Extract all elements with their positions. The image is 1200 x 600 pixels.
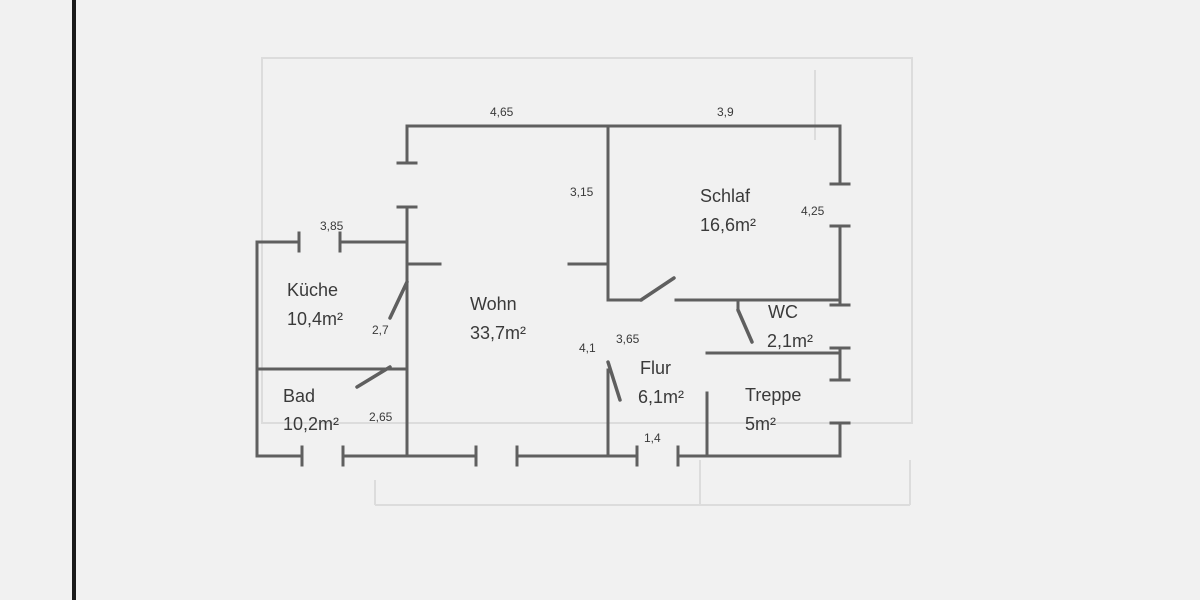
dimension-kueche-top: 3,85	[320, 219, 344, 233]
dimension-wohn-schlaf-wall: 3,15	[570, 185, 594, 199]
door-bad	[355, 365, 392, 389]
door-kueche	[388, 280, 409, 320]
outer-walls	[255, 124, 851, 467]
dimension-flur-left: 3,65	[616, 332, 640, 346]
door-schlaf	[639, 276, 676, 302]
room-name-bad: Bad	[283, 386, 315, 406]
room-labels: Küche 10,4m² Wohn 33,7m² Schlaf 16,6m² B…	[283, 186, 813, 434]
dimension-labels: 4,65 3,9 3,85 3,15 4,25 2,7 2,65 4,1 3,6…	[320, 105, 825, 445]
room-area-wc: 2,1m²	[767, 331, 813, 351]
dimension-schlaf-right: 4,25	[801, 204, 825, 218]
door-wc	[736, 308, 754, 344]
door-flur	[606, 360, 622, 402]
dimension-top-left: 4,65	[490, 105, 514, 119]
dimension-flur-bottom: 1,4	[644, 431, 661, 445]
door-swings	[355, 276, 754, 402]
room-area-schlaf: 16,6m²	[700, 215, 756, 235]
room-name-wohn: Wohn	[470, 294, 517, 314]
room-name-wc: WC	[768, 302, 798, 322]
room-name-schlaf: Schlaf	[700, 186, 751, 206]
room-area-bad: 10,2m²	[283, 414, 339, 434]
room-area-wohn: 33,7m²	[470, 323, 526, 343]
dimension-kueche-right: 2,7	[372, 323, 389, 337]
dimension-bad-right: 2,65	[369, 410, 393, 424]
room-area-kueche: 10,4m²	[287, 309, 343, 329]
room-name-treppe: Treppe	[745, 385, 801, 405]
room-name-flur: Flur	[640, 358, 671, 378]
scan-edge-bar	[72, 0, 76, 600]
interior-walls	[255, 124, 842, 458]
room-area-flur: 6,1m²	[638, 387, 684, 407]
dimension-wohn-right: 4,1	[579, 341, 596, 355]
room-name-kueche: Küche	[287, 280, 338, 300]
room-area-treppe: 5m²	[745, 414, 776, 434]
dimension-top-right: 3,9	[717, 105, 734, 119]
